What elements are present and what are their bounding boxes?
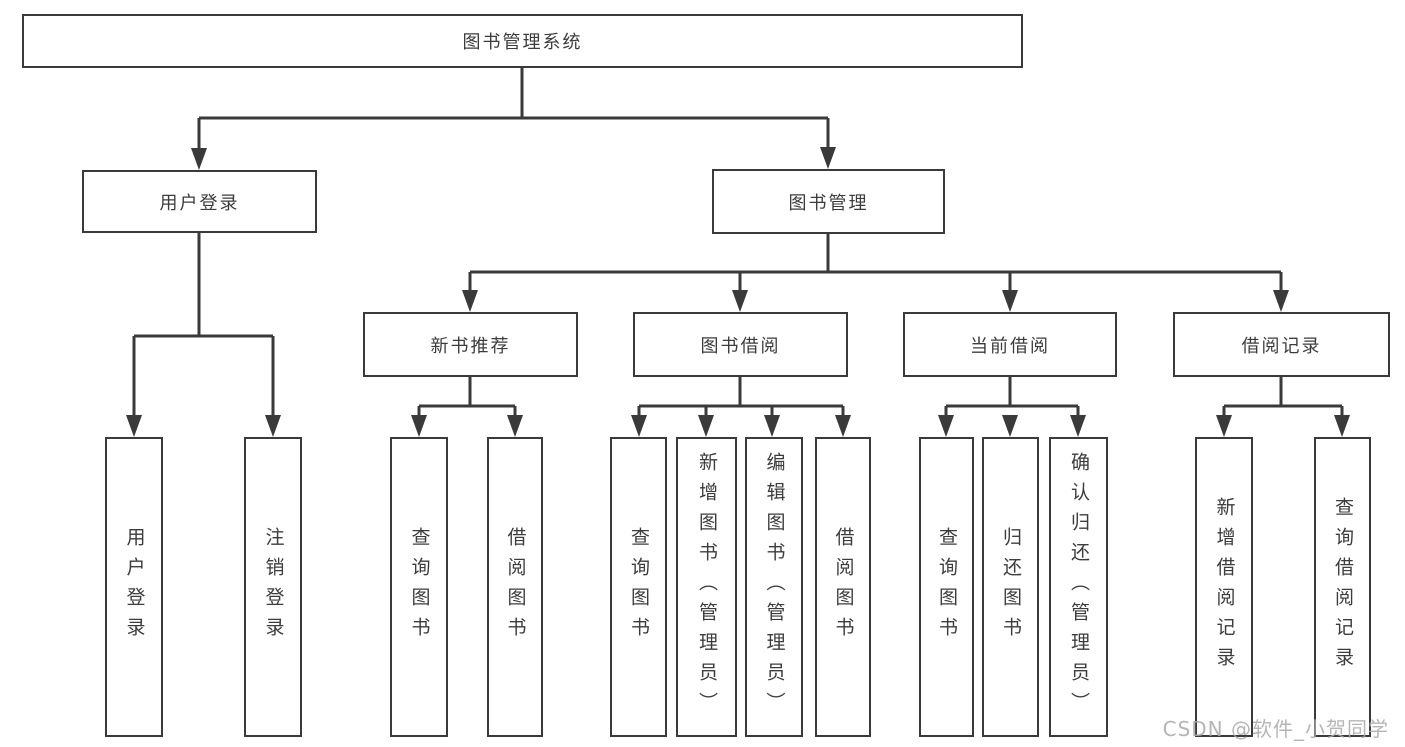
leaf-bb-query-books: 查询图书 [610,437,667,737]
leaf-logout: 注销登录 [244,437,302,737]
node-borrow-records: 借阅记录 [1173,312,1390,377]
node-user-login: 用户登录 [82,170,317,233]
node-current-borrow: 当前借阅 [903,312,1117,377]
node-root: 图书管理系统 [22,14,1023,68]
leaf-br-add-record: 新增借阅记录 [1195,437,1253,737]
leaf-rec-borrow-books: 借阅图书 [487,437,543,737]
leaf-cb-query-books: 查询图书 [919,437,974,737]
node-book-management: 图书管理 [712,169,945,234]
leaf-bb-borrow-books: 借阅图书 [815,437,871,737]
leaf-cb-return-books: 归还图书 [982,437,1039,737]
node-new-book-recommend: 新书推荐 [363,312,578,377]
node-book-borrow: 图书借阅 [633,312,848,377]
csdn-watermark: CSDN @软件_小贺同学 [1162,717,1389,741]
leaf-bb-edit-books: 编辑图书（管理员） [745,437,803,737]
leaf-br-query-record: 查询借阅记录 [1314,437,1371,737]
leaf-cb-confirm-return: 确认归还（管理员） [1049,437,1108,737]
leaf-login: 用户登录 [105,437,163,737]
leaf-rec-query-books: 查询图书 [390,437,448,737]
leaf-bb-add-books: 新增图书（管理员） [676,437,737,737]
